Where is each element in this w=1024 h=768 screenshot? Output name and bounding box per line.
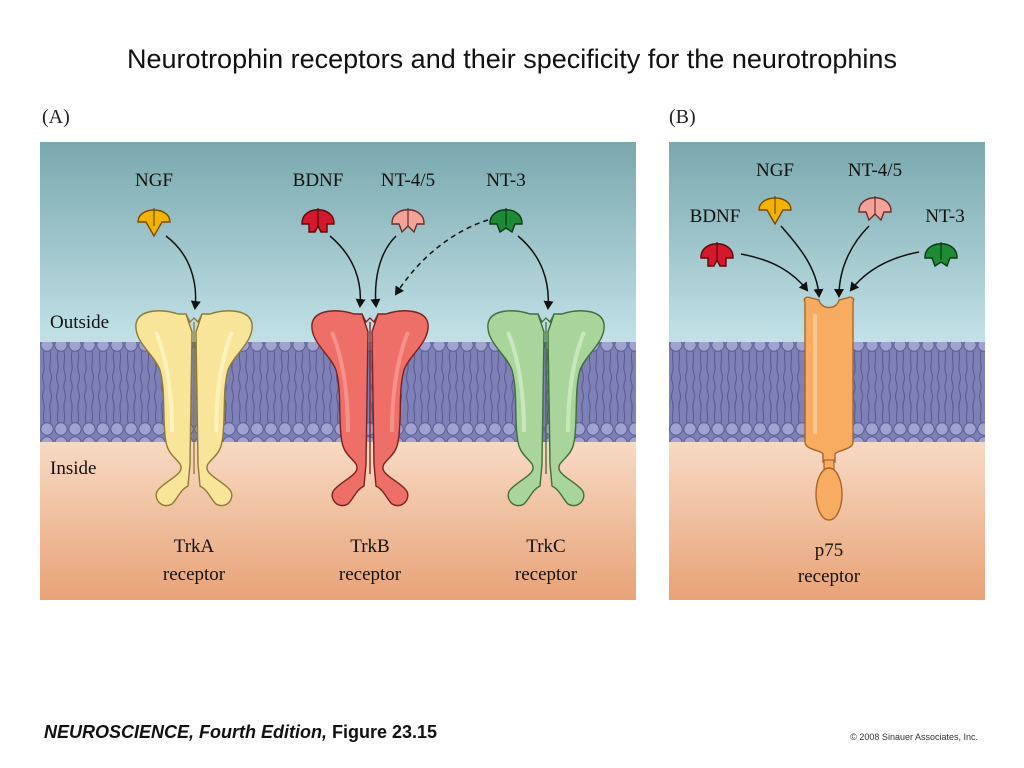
arrow-bdnf-to-p75 [740,253,809,292]
arrow-bdnf-to-trkb [329,235,366,308]
panel-a-diagram: Outside Inside NGF BDNF NT-4/5 NT-3 [40,142,636,600]
panel-b-svg: NGF NT-4/5 BDNF NT-3 p75 receptor [669,142,985,600]
trkb-receptor-shape [311,310,429,507]
bdnf-ligand-icon [301,208,335,233]
trkc-label-line2: receptor [515,564,578,585]
ngf-ligand-icon [137,208,171,238]
inside-label: Inside [50,458,96,479]
arrow-ngf-to-p75 [780,225,824,298]
panel-b-letter: (B) [669,106,696,128]
p75-label-line2: receptor [798,566,861,587]
panel-a-svg: Outside Inside NGF BDNF NT-4/5 NT-3 [40,142,636,600]
p75-ngf-ligand-icon [758,196,792,226]
p75-bdnf-ligand-icon [700,242,734,267]
p75-ligand-label-nt3: NT-3 [925,206,964,227]
arrow-nt45-to-trkb [370,235,397,308]
panel-b-diagram: NGF NT-4/5 BDNF NT-3 p75 receptor [669,142,985,600]
panel-a-letter: (A) [42,106,70,128]
ligand-label-nt3: NT-3 [486,170,525,191]
ligand-label-bdnf: BDNF [293,170,344,191]
arrow-nt3-to-p75 [849,251,920,292]
p75-receptor-shape [803,296,855,521]
trkc-receptor-shape [487,310,605,507]
trkb-label-line1: TrkB [350,536,389,557]
p75-label-line1: p75 [815,540,844,561]
arrow-ngf-to-trka [165,235,201,310]
ligand-label-nt45: NT-4/5 [381,170,435,191]
trka-receptor-shape [135,310,253,507]
trkc-label-line1: TrkC [526,536,565,557]
trkb-label-line2: receptor [339,564,402,585]
nt45-ligand-icon [391,208,425,234]
p75-ligand-label-bdnf: BDNF [690,206,741,227]
figure-number: Figure 23.15 [332,722,438,742]
outside-label: Outside [50,312,109,333]
p75-nt3-ligand-icon [924,242,958,268]
copyright-notice: © 2008 Sinauer Associates, Inc. [850,732,978,742]
trka-label-line1: TrkA [174,536,215,557]
p75-ligand-label-nt45: NT-4/5 [848,160,902,181]
ligand-label-ngf: NGF [135,170,173,191]
footer-citation: NEUROSCIENCE, Fourth Edition, Figure 23.… [44,722,437,743]
nt3-ligand-icon [489,208,523,234]
slide-title: Neurotrophin receptors and their specifi… [127,44,897,74]
p75-ligand-label-ngf: NGF [756,160,794,181]
book-title: NEUROSCIENCE, Fourth Edition, [44,722,327,742]
arrow-nt3-to-trkc [517,235,554,310]
arrow-nt3-to-trkb-dashed [394,219,489,296]
arrow-nt45-to-p75 [834,225,870,298]
trka-label-line2: receptor [163,564,226,585]
p75-nt45-ligand-icon [858,196,892,222]
